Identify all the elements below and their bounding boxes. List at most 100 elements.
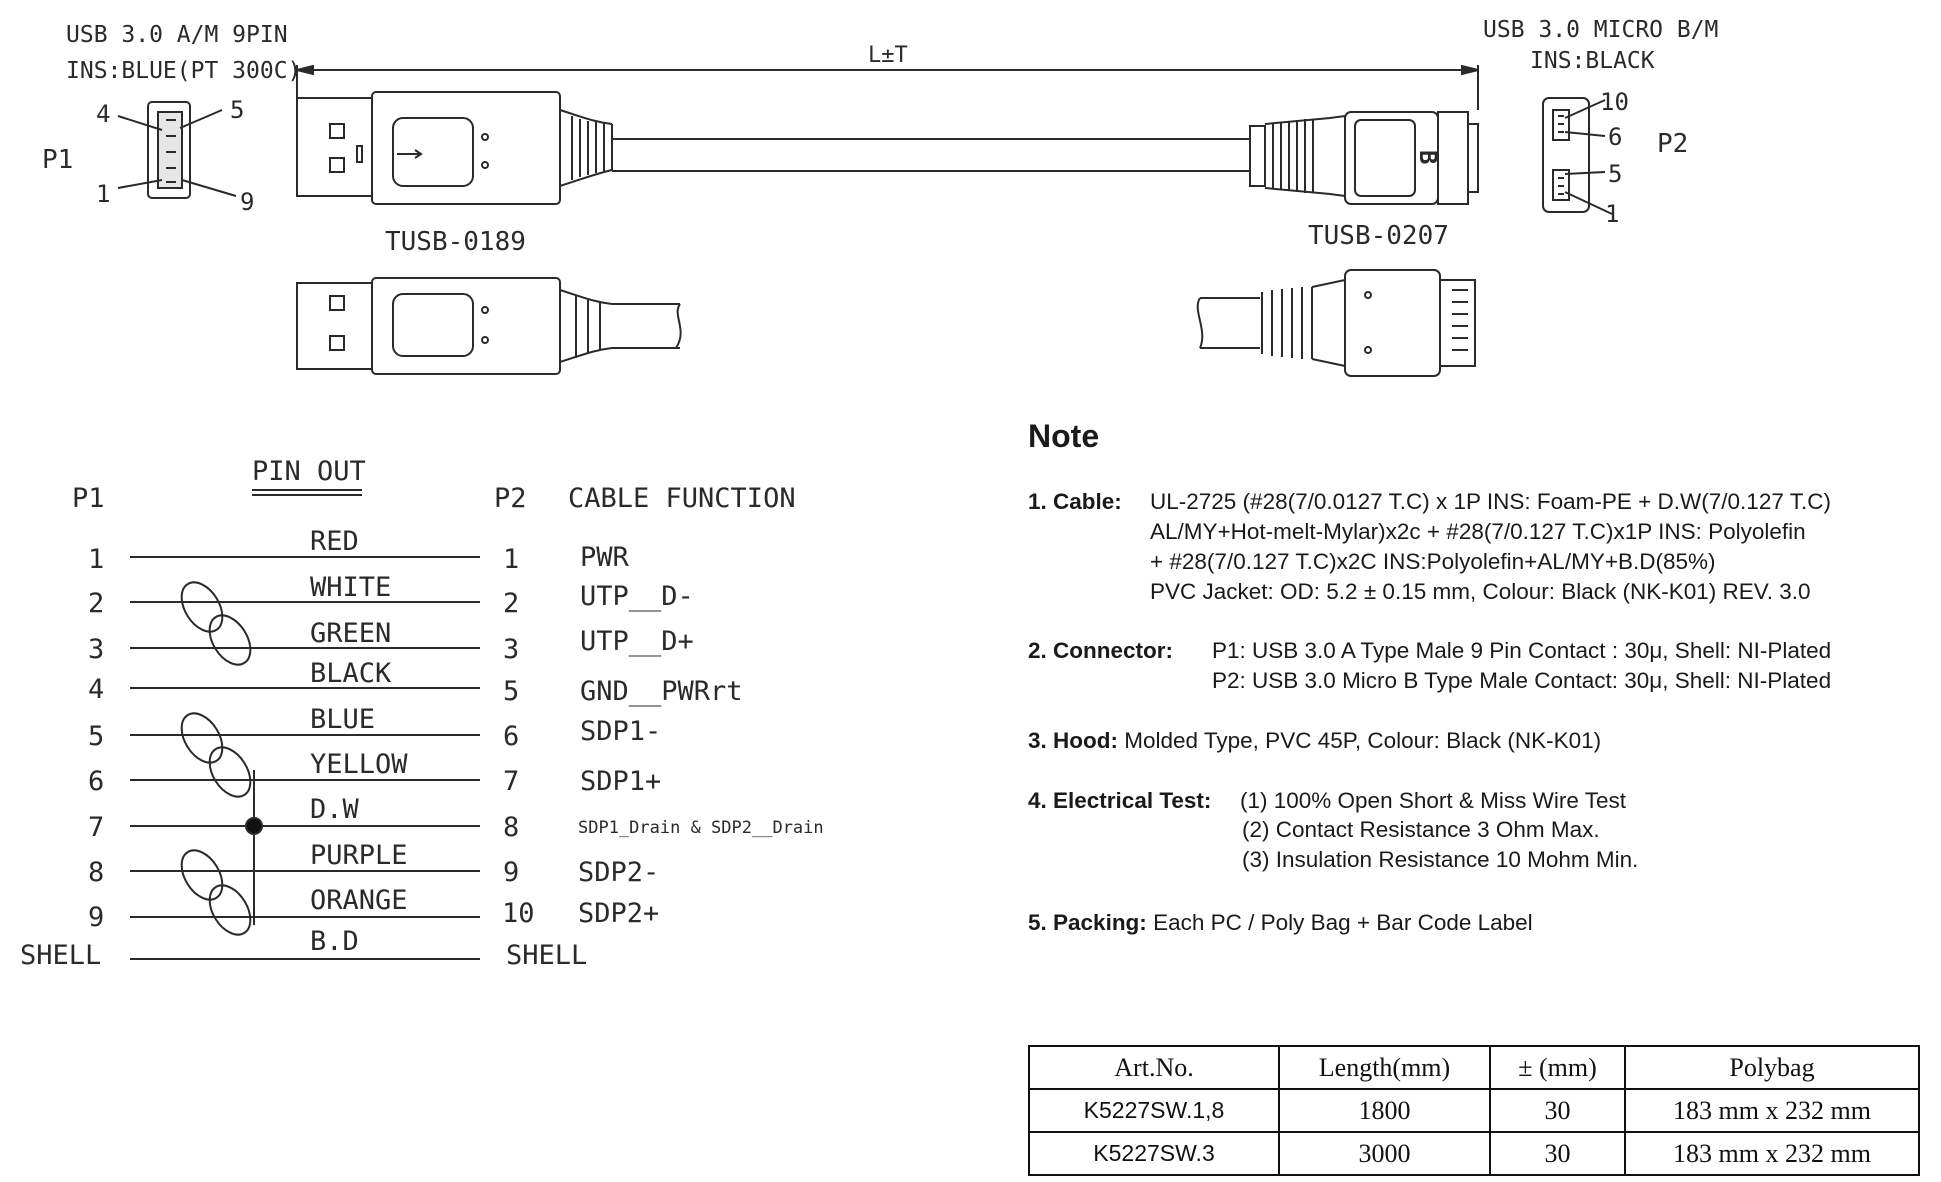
note-cable-line: + #28(7/0.127 T.C)x2C INS:Polyolefin+AL/… [1150, 549, 1716, 574]
pinout-function: UTP__D+ [580, 626, 694, 657]
pinout-p1-pin: 1 [88, 544, 104, 575]
drain-junction-dot [245, 817, 263, 835]
p1-connector-title-line1: USB 3.0 A/M 9PIN [66, 22, 288, 48]
note-hood-text: Molded Type, PVC 45P, Colour: Black (NK-… [1124, 728, 1602, 753]
table-header-cell: Length(mm) [1278, 1045, 1491, 1090]
pinout-p2-pin: 1 [503, 544, 519, 575]
note-connector-label: 2. Connector: [1028, 638, 1174, 663]
pinout-wire-color: YELLOW [310, 749, 408, 780]
pinout-p2-pin: 9 [503, 857, 519, 888]
pinout-function: UTP__D- [580, 581, 694, 612]
pinout-row: 6 YELLOW 7 SDP1+ [88, 749, 661, 797]
p2-pin-number: 10 [1600, 88, 1629, 116]
micro-b-plug-side [1196, 269, 1476, 377]
pinout-row: 5 BLUE 6 SDP1- [88, 704, 661, 752]
pinout-wire-color: RED [310, 526, 359, 557]
table-cell-art-no: K5227SW.3 [1028, 1131, 1280, 1176]
p2-label: P2 [1657, 129, 1688, 159]
article-spec-table: Art.No. Length(mm) ± (mm) Polybag K5227S… [1028, 1045, 1920, 1176]
pinout-row: 2 WHITE 2 UTP__D- [88, 572, 694, 619]
table-header-row: Art.No. Length(mm) ± (mm) Polybag [1028, 1045, 1920, 1090]
pinout-function: SDP2- [578, 857, 659, 888]
p2-front-view [1542, 97, 1613, 215]
pinout-row: 7 D.W 8 SDP1_Drain & SDP2__Drain [88, 794, 824, 843]
usb-a-plug-side [296, 277, 682, 375]
pinout-wire-color: D.W [310, 794, 360, 825]
note-packing-text: Each PC / Poly Bag + Bar Code Label [1153, 910, 1533, 935]
pinout-row: SHELL B.D SHELL [20, 926, 587, 971]
pinout-function: PWR [580, 542, 630, 573]
pinout-row: 3 GREEN 3 UTP__D+ [88, 618, 694, 665]
p2-pin-number: 1 [1605, 200, 1619, 228]
p1-connector-title-line2: INS:BLUE(PT 300C) [66, 58, 301, 84]
pinout-p2-pin: 2 [503, 588, 519, 619]
length-label: L±T [868, 43, 908, 68]
p2-connector-title-line1: USB 3.0 MICRO B/M [1483, 17, 1718, 43]
table-header-cell: Polybag [1624, 1045, 1920, 1090]
pinout-p1-pin: 8 [88, 857, 104, 888]
p1-pin-number: 4 [96, 100, 110, 128]
table-header-cell: ± (mm) [1489, 1045, 1626, 1090]
pinout-p2-pin: 6 [503, 721, 519, 752]
pinout-p1-pin: 3 [88, 634, 104, 665]
pinout-p1-pin: 2 [88, 588, 104, 619]
note-cable-line: AL/MY+Hot-melt-Mylar)x2c + #28(7/0.127 T… [1150, 519, 1806, 544]
twist-loop-pair2-b [208, 746, 252, 798]
micro-b-plug-top [1249, 111, 1479, 205]
pinout-p1-pin: 9 [88, 902, 104, 933]
pinout-header-p1: P1 [72, 483, 105, 514]
p2-pin-number: 5 [1608, 160, 1622, 188]
pinout-header-p2: P2 [494, 483, 527, 514]
pinout-wire-color: PURPLE [310, 840, 408, 871]
note-packing-label: 5. Packing: [1028, 910, 1147, 935]
p2-pin-number: 6 [1608, 123, 1622, 151]
pinout-p1-pin: 5 [88, 721, 104, 752]
pinout-row: 8 PURPLE 9 SDP2- [88, 840, 659, 888]
p2-b-mark: B [1414, 150, 1442, 164]
pinout-p2-pin: 7 [503, 766, 519, 797]
twist-loop-pair3-b [208, 884, 252, 936]
pinout-wire-color: BLUE [310, 704, 375, 735]
note-connector-line: P2: USB 3.0 Micro B Type Male Contact: 3… [1212, 668, 1832, 693]
pinout-p1-pin: 4 [88, 674, 104, 705]
pinout-function: SDP1+ [580, 766, 661, 797]
twist-loop-pair3-a [180, 849, 224, 901]
cable-body [612, 138, 1250, 172]
twist-loop-pair2-a [180, 712, 224, 764]
p2-connector-title-line2: INS:BLACK [1530, 48, 1655, 74]
table-cell-tolerance: 30 [1489, 1131, 1626, 1176]
pinout-p1-pin: 7 [88, 812, 104, 843]
note-cable-label: 1. Cable: [1028, 489, 1122, 514]
p1-pin-number: 9 [240, 188, 254, 216]
table-cell-length: 3000 [1278, 1131, 1491, 1176]
pinout-wire-color: B.D [310, 926, 359, 957]
p1-pin-number: 5 [230, 96, 244, 124]
table-row: K5227SW.3 3000 30 183 mm x 232 mm [1028, 1131, 1920, 1176]
p1-front-view [117, 101, 237, 199]
note-electrical: 4. Electrical Test: [1028, 786, 1211, 816]
pinout-function: SDP1- [580, 716, 661, 747]
pinout-p2-pin: 3 [503, 634, 519, 665]
pinout-p1-pin: SHELL [20, 940, 101, 971]
pinout-function: SDP1_Drain & SDP2__Drain [578, 818, 824, 838]
pinout-row: 9 ORANGE 10 SDP2+ [88, 885, 659, 933]
note-electrical-line: (1) 100% Open Short & Miss Wire Test [1240, 788, 1626, 813]
pinout-header-function: CABLE FUNCTION [568, 483, 796, 514]
pinout-p2-pin: 5 [503, 676, 519, 707]
pinout-wiring [130, 489, 480, 960]
note-cable-line: UL-2725 (#28(7/0.0127 T.C) x 1P INS: Foa… [1150, 489, 1831, 514]
twist-loop-pair1-b [208, 614, 252, 666]
table-cell-polybag: 183 mm x 232 mm [1624, 1088, 1920, 1133]
table-cell-polybag: 183 mm x 232 mm [1624, 1131, 1920, 1176]
p1-part-number: TUSB-0189 [385, 227, 526, 257]
pinout-title: PIN OUT [252, 456, 366, 487]
pinout-p2-pin: 10 [502, 898, 535, 929]
p1-label: P1 [42, 145, 73, 175]
length-dimension [296, 64, 1479, 110]
pinout-wire-color: WHITE [310, 572, 391, 603]
note-cable: 1. Cable: [1028, 487, 1122, 517]
twist-loop-pair1-a [180, 581, 224, 633]
pinout-p2-pin: SHELL [506, 940, 587, 971]
note-electrical-line: (2) Contact Resistance 3 Ohm Max. [1242, 817, 1600, 842]
